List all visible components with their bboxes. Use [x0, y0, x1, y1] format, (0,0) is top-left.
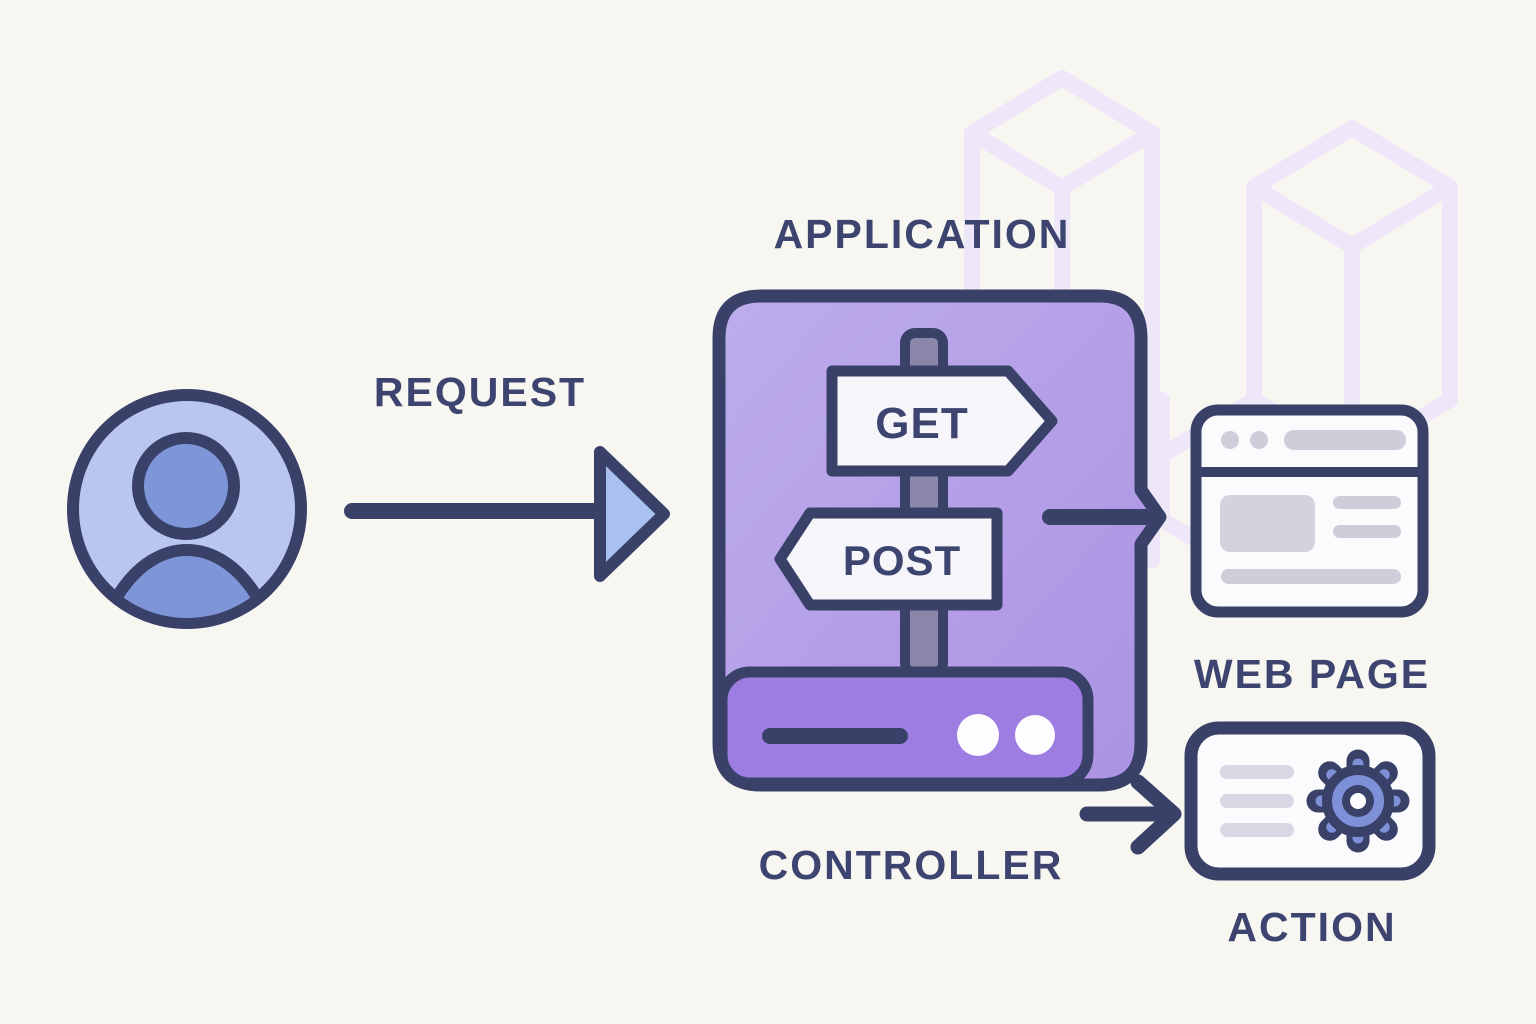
gear-icon: [1306, 749, 1410, 853]
action-arrow-icon: [1079, 774, 1182, 855]
action-label: ACTION: [1227, 904, 1396, 950]
post-sign-label: POST: [843, 537, 961, 584]
controller-bar-icon: [716, 666, 1094, 789]
request-arrow-icon: [344, 446, 670, 582]
application-label: APPLICATION: [774, 211, 1071, 257]
web-page-label: WEB PAGE: [1194, 651, 1430, 697]
get-sign: GET: [826, 365, 1058, 477]
action-card-icon: [1184, 721, 1436, 881]
browser-window-icon: [1190, 404, 1429, 618]
get-sign-label: GET: [875, 399, 968, 448]
post-sign: POST: [774, 507, 1003, 611]
request-label: REQUEST: [374, 369, 586, 415]
controller-label: CONTROLLER: [759, 842, 1064, 888]
user-icon: [67, 389, 307, 629]
